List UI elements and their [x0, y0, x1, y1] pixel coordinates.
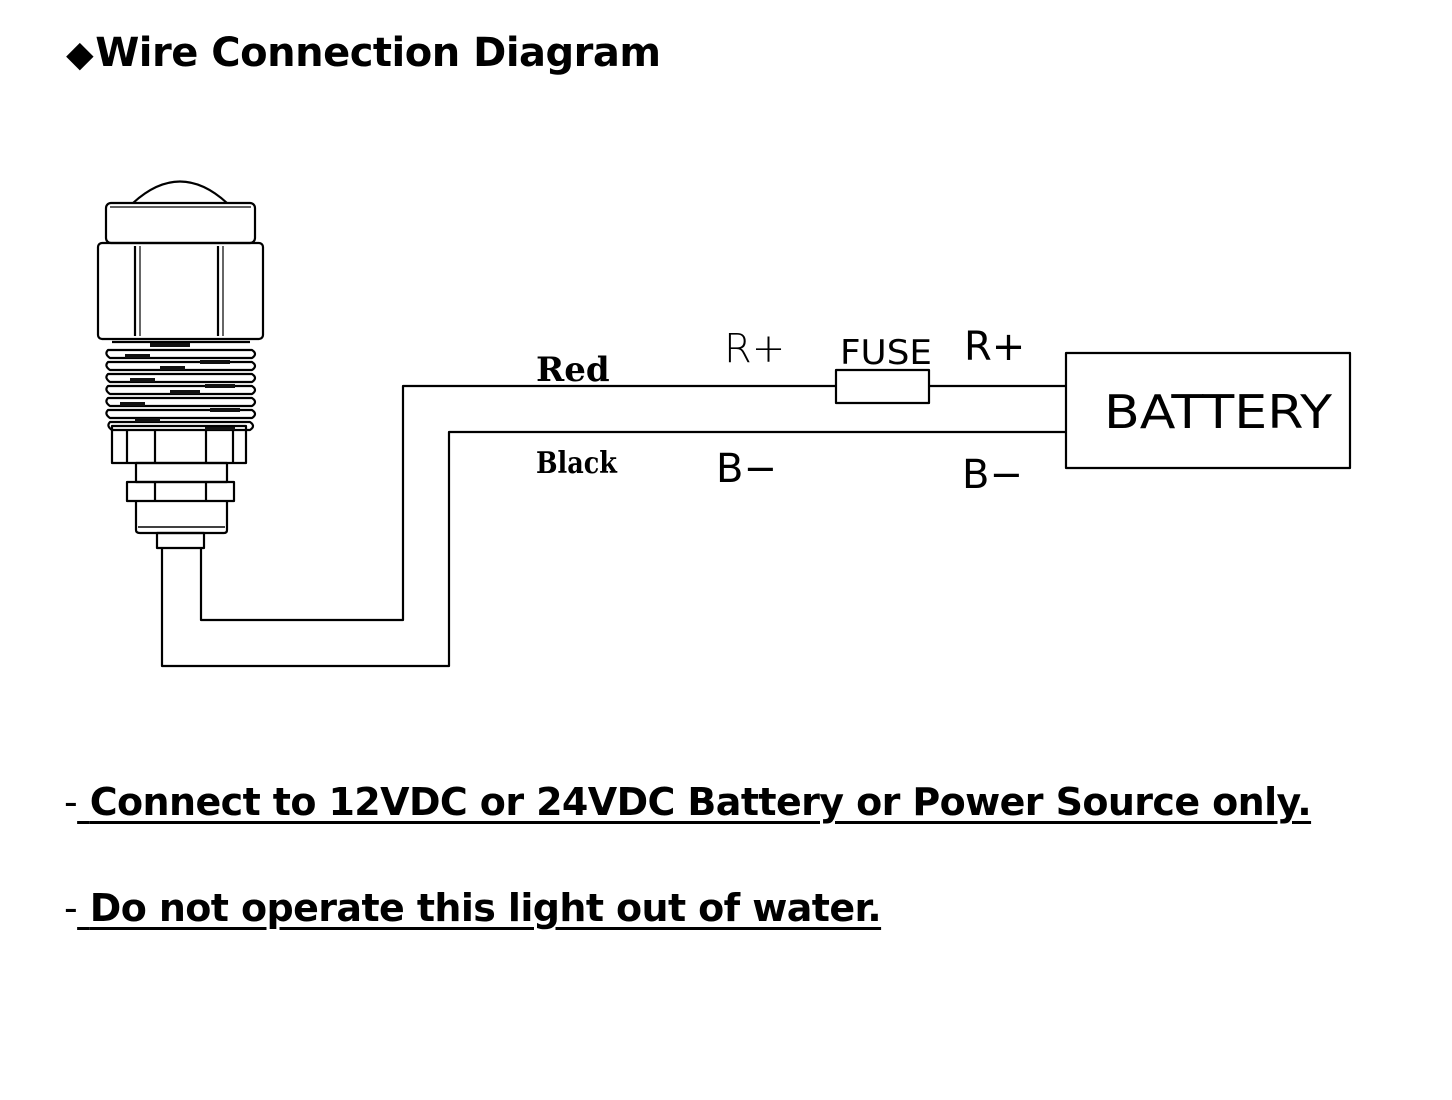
page-title: ◆Wire Connection Diagram	[66, 30, 661, 76]
light-cap	[104, 201, 257, 245]
thread-section	[105, 340, 257, 432]
fuse-icon	[834, 368, 931, 405]
terminal-negative-right: B−	[962, 452, 1023, 498]
black-wire-label: Black	[536, 445, 618, 481]
terminal-positive-right: R+	[964, 324, 1025, 370]
title-text: Wire Connection Diagram	[95, 30, 661, 76]
terminal-positive-left: R+	[724, 326, 785, 372]
note-dash: -	[64, 780, 78, 824]
note-text: Do not operate this light out of water.	[89, 886, 882, 930]
wiring-diagram: Red Black R+ R+ B− B− FUSE BATTERY	[96, 180, 1352, 668]
cable-gland	[155, 531, 206, 550]
battery-box	[1064, 351, 1352, 470]
red-wire	[199, 384, 836, 622]
fuse-label: FUSE	[840, 333, 932, 373]
light-dome	[132, 180, 228, 204]
battery-label: BATTERY	[1104, 385, 1333, 439]
note-dash: -	[64, 886, 78, 930]
diamond-bullet-icon: ◆	[66, 34, 94, 75]
note-water-warning: -Do not operate this light out of water.	[64, 886, 882, 930]
lower-hex-nut	[110, 424, 248, 465]
terminal-negative-left: B−	[716, 446, 777, 492]
note-power-source: -Connect to 12VDC or 24VDC Battery or Po…	[64, 780, 1312, 824]
black-wire	[160, 430, 1066, 668]
red-wire-label: Red	[536, 350, 610, 390]
hex-nut	[96, 241, 265, 341]
note-text: Connect to 12VDC or 24VDC Battery or Pow…	[89, 780, 1312, 824]
collar	[125, 480, 236, 503]
underwater-light-icon	[96, 180, 265, 550]
